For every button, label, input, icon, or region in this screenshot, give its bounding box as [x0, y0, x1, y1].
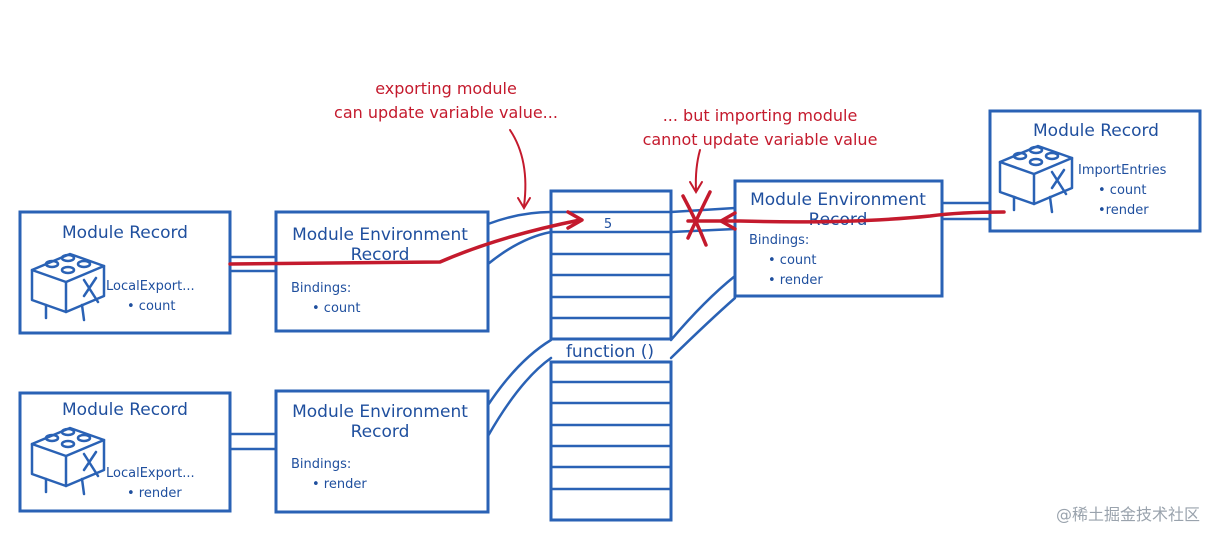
env-record-1-bindings-label: Bindings:	[291, 281, 351, 296]
export-update-arrow	[228, 218, 582, 266]
lego-stud	[1028, 145, 1044, 155]
lego-x-mark	[82, 450, 100, 478]
connector-env1-slot-bottom	[486, 230, 553, 266]
exporting-note-pointer-head	[517, 197, 531, 210]
env-record-3-box	[733, 179, 944, 298]
memory-lower-block	[549, 360, 673, 522]
module-record-3-title: Module Record	[1033, 121, 1159, 141]
module-record-1-entries-label: LocalExport...	[106, 279, 195, 294]
lego-front	[30, 268, 68, 314]
env-record-3: Module Environment Record Bindings: • co…	[733, 179, 944, 298]
module-record-2-entry-render: • render	[127, 486, 182, 501]
connector-env2-function-bottom	[486, 356, 553, 438]
exporting-note-pointer	[509, 129, 527, 207]
env-record-1-binding-count: • count	[312, 301, 360, 316]
env-record-2-title-line1: Module Environment	[292, 402, 468, 422]
memory-function-label: function ()	[566, 342, 654, 362]
lego-legs	[1012, 195, 1054, 214]
module-record-2-entries-label: LocalExport...	[106, 466, 195, 481]
import-update-arrowhead	[719, 211, 737, 231]
env-record-2-bindings-label: Bindings:	[291, 457, 351, 472]
module-record-3-box	[988, 109, 1202, 233]
lego-x-mark	[1050, 168, 1068, 196]
module-record-3: Module Record ImportEntries • count •ren…	[988, 109, 1202, 233]
connector-function-env3-bottom	[669, 296, 737, 360]
connector-function-env3-top	[669, 274, 737, 342]
memory-column: 5 function ()	[549, 189, 673, 522]
module-record-1-entry-count: • count	[127, 299, 175, 314]
lego-brick-icon	[30, 426, 106, 496]
connector-slot-env3-bottom	[669, 227, 737, 234]
lego-brick-icon	[998, 144, 1074, 214]
importing-note-line2: cannot update variable value	[643, 130, 878, 149]
lego-side	[64, 438, 106, 488]
module-record-3-entry-count: • count	[1098, 183, 1146, 198]
env-record-3-binding-count: • count	[768, 253, 816, 268]
module-record-2: Module Record LocalExport... • render	[18, 391, 232, 513]
export-update-arrowhead	[566, 210, 584, 230]
env-record-3-bindings-label: Bindings:	[749, 233, 809, 248]
lego-stud	[44, 259, 60, 269]
lego-x-mark	[82, 276, 100, 304]
lego-side	[64, 264, 106, 314]
env-record-2-title-line2: Record	[351, 422, 410, 442]
env-record-2: Module Environment Record Bindings: • re…	[274, 389, 490, 514]
exporting-note-line2: can update variable value...	[334, 103, 558, 122]
env-record-2-box	[274, 389, 490, 514]
lego-front	[30, 442, 68, 488]
module-record-3-entries-label: ImportEntries	[1078, 163, 1167, 178]
module-record-2-title: Module Record	[62, 400, 188, 420]
env-record-1-title-line1: Module Environment	[292, 225, 468, 245]
lego-stud	[60, 439, 76, 449]
lego-stud	[1044, 151, 1060, 161]
env-record-3-binding-render: • render	[768, 273, 823, 288]
module-record-3-entry-render: •render	[1098, 203, 1149, 218]
lego-stud	[60, 427, 76, 437]
memory-slot-value: 5	[604, 217, 612, 232]
lego-legs	[44, 477, 86, 496]
module-record-1: Module Record LocalExport... • count	[18, 210, 232, 335]
lego-brick-icon	[30, 252, 106, 322]
annotations: exporting module can update variable val…	[334, 79, 878, 210]
watermark: @稀土掘金技术社区	[1056, 505, 1200, 524]
connector-lines	[228, 201, 992, 451]
lego-side	[1032, 156, 1074, 206]
exporting-note-line1: exporting module	[375, 79, 517, 98]
env-record-1-title-line2: Record	[351, 245, 410, 265]
env-record-3-title-line1: Module Environment	[750, 190, 926, 210]
lego-stud	[44, 433, 60, 443]
lego-stud	[60, 253, 76, 263]
importing-note-pointer	[694, 149, 701, 191]
red-arrows	[228, 190, 1006, 266]
env-record-1: Module Environment Record Bindings: • co…	[274, 210, 490, 333]
module-record-1-title: Module Record	[62, 223, 188, 243]
lego-front	[998, 160, 1036, 206]
lego-stud	[76, 259, 92, 269]
module-record-1-box	[18, 210, 232, 335]
connector-env1-slot-top	[486, 210, 553, 226]
lego-legs	[44, 303, 86, 322]
importing-note-line1: ... but importing module	[663, 106, 858, 125]
import-update-arrow	[686, 210, 1006, 224]
lego-stud	[76, 433, 92, 443]
lego-stud	[1012, 151, 1028, 161]
lego-stud	[1028, 157, 1044, 167]
blocked-x-icon	[681, 190, 712, 247]
importing-note-pointer-head	[689, 181, 703, 194]
env-record-2-binding-render: • render	[312, 477, 367, 492]
lego-stud	[60, 265, 76, 275]
env-record-1-box	[274, 210, 490, 333]
connector-env2-function-top	[486, 338, 553, 407]
